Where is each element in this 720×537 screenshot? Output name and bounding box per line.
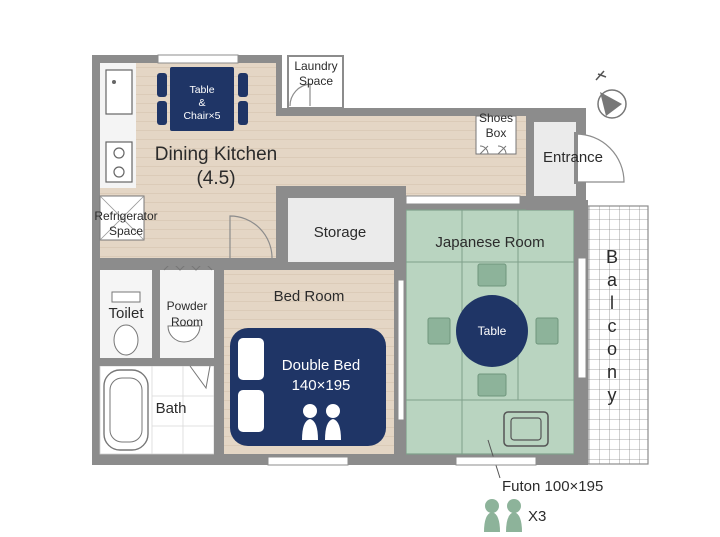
shoes-line: Shoes bbox=[478, 111, 514, 125]
balcony-letter: l bbox=[610, 293, 614, 313]
balcony-letter: B bbox=[605, 247, 618, 267]
futon-person-icons bbox=[484, 499, 522, 532]
japanese-room-label: Japanese Room bbox=[435, 234, 545, 251]
double-bed bbox=[230, 328, 386, 446]
two-person-icon bbox=[302, 404, 341, 440]
laundry-space-label: Laundry Space bbox=[288, 59, 344, 89]
laundry-line: Laundry bbox=[294, 59, 338, 73]
dining-kitchen-title: Dining Kitchen bbox=[154, 144, 278, 165]
dining-kitchen-size: (4.5) bbox=[196, 168, 236, 189]
storage-floor bbox=[288, 198, 394, 264]
futon-label: Futon 100×195 bbox=[502, 478, 604, 495]
laundry-space bbox=[287, 55, 344, 109]
cabinet bbox=[503, 411, 549, 447]
stove bbox=[105, 141, 133, 183]
shoes-line: Box bbox=[485, 126, 507, 140]
powder-room-label: Powder Room bbox=[158, 298, 216, 330]
dining-table bbox=[170, 67, 234, 131]
compass-icon bbox=[595, 70, 627, 119]
zabuton-cushions bbox=[427, 263, 559, 397]
balcony-label: B a l c o n y bbox=[602, 246, 622, 407]
futon-count: X3 bbox=[528, 508, 547, 525]
toilet-bowl bbox=[113, 324, 139, 356]
balcony-letter: c bbox=[607, 316, 617, 336]
entrance-label: Entrance bbox=[542, 149, 604, 166]
shoes-box bbox=[475, 115, 517, 155]
refrigerator-space-label: Refrigerator Space bbox=[88, 209, 164, 239]
japanese-table-label: Table bbox=[477, 324, 507, 338]
fridge-line: Refrigerator bbox=[94, 209, 158, 223]
table-chair-label: Table & Chair×5 bbox=[178, 84, 226, 123]
balcony-letter: n bbox=[606, 362, 617, 382]
pillow bbox=[238, 338, 264, 380]
bathtub bbox=[103, 369, 149, 451]
powder-line: Room bbox=[170, 315, 203, 329]
balcony-letter: y bbox=[607, 385, 617, 405]
powder-sink bbox=[167, 325, 201, 343]
shoes-box-label: Shoes Box bbox=[472, 111, 520, 141]
bath-label: Bath bbox=[155, 400, 187, 417]
dining-chairs bbox=[157, 73, 248, 125]
storage-label: Storage bbox=[313, 224, 367, 241]
sink bbox=[105, 69, 133, 115]
dining-kitchen-label: Dining Kitchen (4.5) bbox=[138, 143, 294, 191]
entrance-floor bbox=[534, 122, 576, 196]
powder-line: Powder bbox=[166, 299, 208, 313]
table-chair-line: & bbox=[198, 97, 206, 109]
double-bed-title: Double Bed bbox=[281, 357, 361, 374]
toilet-label: Toilet bbox=[108, 305, 144, 322]
entrance-door-swing bbox=[575, 133, 625, 183]
balcony bbox=[587, 205, 649, 465]
double-bed-size: 140×195 bbox=[291, 377, 351, 394]
bed-room-label: Bed Room bbox=[273, 288, 345, 305]
double-bed-label: Double Bed 140×195 bbox=[264, 356, 378, 396]
table-chair-line: Table bbox=[189, 84, 215, 96]
table-chair-line: Chair×5 bbox=[183, 110, 221, 122]
japanese-table bbox=[456, 295, 528, 367]
balcony-letter: o bbox=[606, 339, 617, 359]
laundry-line: Space bbox=[298, 74, 334, 88]
powder-room-floor bbox=[160, 270, 214, 358]
fridge-line: Space bbox=[108, 224, 144, 238]
pillow bbox=[238, 390, 264, 432]
balcony-letter: a bbox=[606, 270, 617, 290]
